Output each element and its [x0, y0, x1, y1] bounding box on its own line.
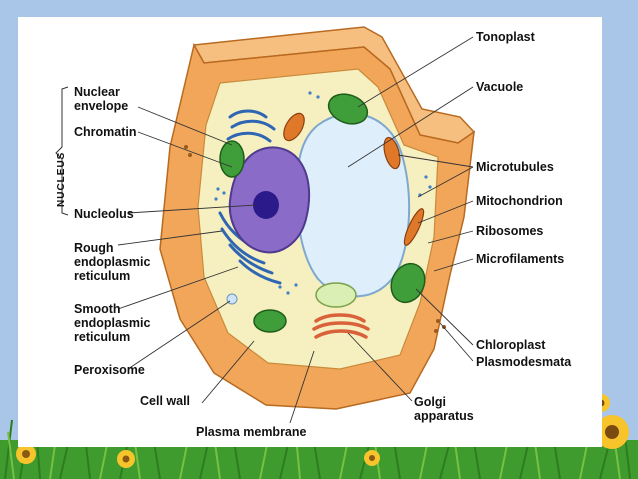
golgi-apparatus	[312, 313, 370, 339]
mitochondrion	[383, 136, 401, 170]
label-microtubules: Microtubules	[476, 160, 554, 174]
flower-bottom-2	[364, 450, 380, 466]
flower-left	[16, 444, 36, 464]
label-plasmodesmata: Plasmodesmata	[476, 355, 572, 369]
nucleus-bracket	[55, 86, 69, 216]
mitochondrion	[403, 208, 425, 246]
ribosomes	[214, 91, 432, 295]
chloroplast	[327, 93, 369, 125]
label-plasma-membrane: Plasma membrane	[196, 425, 307, 439]
label-microfilaments: Microfilaments	[476, 252, 565, 266]
label-mitochondrion: Mitochondrion	[476, 194, 563, 208]
chloroplast	[253, 309, 287, 333]
grass-blades-light	[7, 431, 621, 479]
plasmodesmata-pits	[184, 145, 446, 333]
chloroplast-pale	[315, 282, 357, 308]
leader-lines	[117, 36, 474, 424]
grass-blades	[4, 419, 631, 479]
chloroplast	[390, 262, 426, 304]
label-smooth-er: Smooth endoplasmic reticulum	[74, 302, 151, 344]
nucleolus	[253, 191, 279, 219]
label-golgi-apparatus: Golgi apparatus	[414, 395, 474, 423]
label-vacuole: Vacuole	[476, 80, 524, 94]
label-nuclear-envelope: Nuclear envelope	[74, 85, 129, 113]
label-chromatin: Chromatin	[74, 125, 137, 139]
plant-cell-diagram	[55, 26, 476, 424]
rough-er	[218, 109, 282, 285]
label-peroxisome: Peroxisome	[74, 363, 145, 377]
content-card: NUCLEUS Tonoplast Vacuole Nuclear envelo…	[18, 17, 602, 447]
label-tonoplast: Tonoplast	[476, 30, 535, 44]
flower-bottom-1	[117, 450, 135, 468]
label-cell-wall: Cell wall	[140, 394, 191, 408]
label-ribosomes: Ribosomes	[476, 224, 544, 238]
mitochondrion	[283, 112, 305, 142]
label-chloroplast: Chloroplast	[476, 338, 546, 352]
label-nucleolus: Nucleolus	[74, 207, 134, 221]
chloroplast	[219, 140, 245, 178]
flower-right	[595, 415, 629, 449]
label-rough-er: Rough endoplasmic reticulum	[74, 241, 151, 283]
